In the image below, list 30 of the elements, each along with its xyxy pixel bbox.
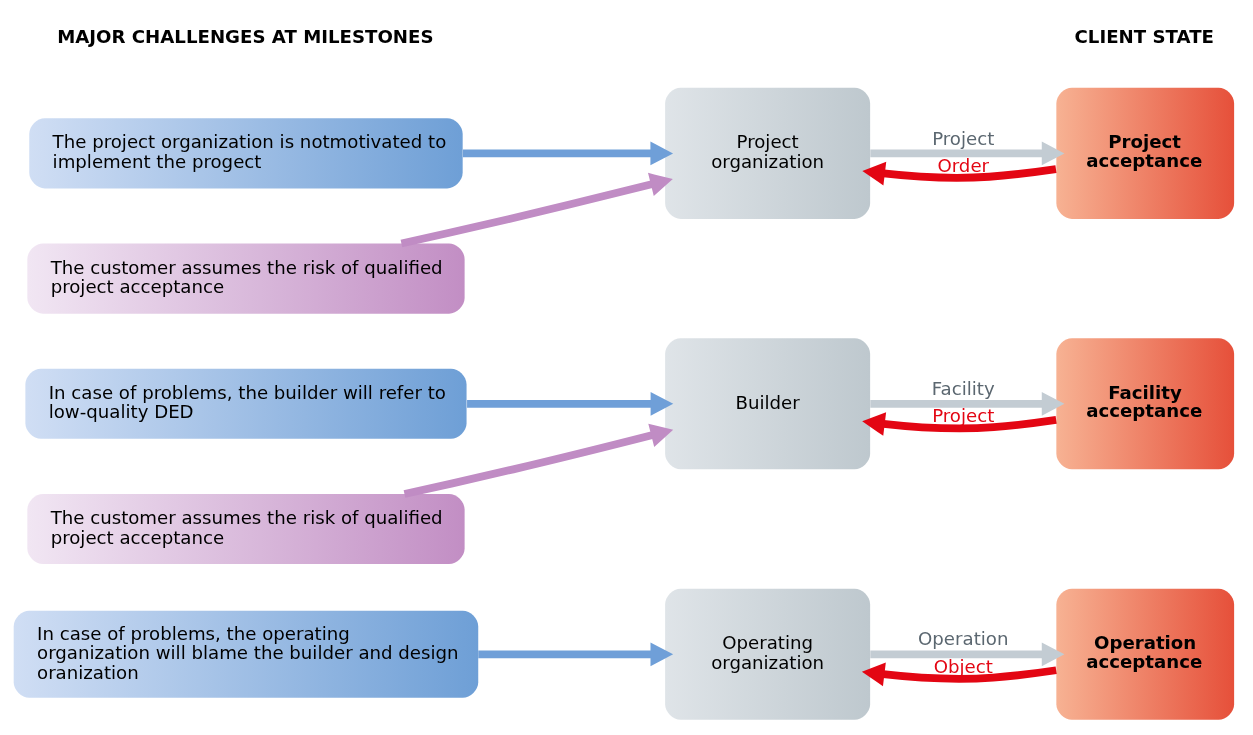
arrow bbox=[862, 412, 1057, 436]
arrow bbox=[400, 172, 673, 248]
edge-label: Project bbox=[932, 405, 995, 427]
arrow bbox=[870, 141, 1065, 166]
edge-label: Operation bbox=[918, 628, 1009, 650]
node-box: In case of problems, the builder will refer to low-quality DED bbox=[25, 368, 467, 439]
node-box: Operating organization bbox=[665, 588, 871, 720]
arrow bbox=[478, 642, 674, 667]
edge-label: Facility bbox=[931, 378, 995, 400]
arrow bbox=[870, 391, 1065, 416]
edge-label: Project bbox=[932, 127, 995, 149]
node-box: Project organization bbox=[665, 87, 871, 219]
edge-label: Object bbox=[933, 655, 993, 677]
node-box: Builder bbox=[665, 338, 871, 470]
arrow bbox=[403, 423, 674, 498]
node-box: The project organization is notmotivated to implement the progect bbox=[29, 118, 463, 189]
label: MAJOR CHALLENGES AT MILESTONES bbox=[57, 25, 434, 47]
node-box: Project acceptance bbox=[1056, 87, 1235, 219]
node-box: Facility acceptance bbox=[1056, 338, 1235, 470]
node-box: The customer assumes the risk of qualified project acceptance bbox=[27, 243, 465, 314]
arrow bbox=[463, 141, 674, 166]
node-box: The customer assumes the risk of qualified project acceptance bbox=[27, 494, 465, 565]
arrow bbox=[862, 161, 1057, 186]
label: CLIENT STATE bbox=[1074, 25, 1214, 47]
edge-label: Order bbox=[937, 154, 990, 176]
arrow bbox=[861, 662, 1057, 687]
node-box: Operation acceptance bbox=[1056, 588, 1235, 720]
node-box: In case of problems, the operating organization will blame the builder and design oranization bbox=[13, 610, 479, 698]
arrow bbox=[870, 642, 1065, 667]
arrow bbox=[467, 391, 674, 416]
